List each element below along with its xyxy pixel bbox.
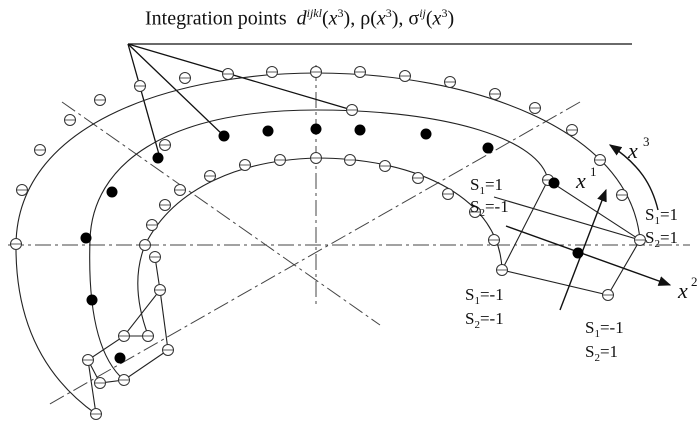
x2-axis-arrow bbox=[505, 225, 672, 286]
title-x-2: x bbox=[376, 7, 386, 30]
filled-integration-point bbox=[572, 247, 584, 259]
title-x-3: x bbox=[432, 7, 442, 30]
title-sep-2: , bbox=[398, 7, 409, 30]
title-close-2: ) bbox=[391, 7, 399, 30]
filled-integration-point bbox=[114, 352, 126, 364]
x1-axis-arrow bbox=[559, 188, 607, 311]
center-lines bbox=[8, 65, 690, 406]
x1-axis-sup: 1 bbox=[590, 164, 597, 179]
title-open-3: ( bbox=[425, 7, 433, 30]
svg-text:S1=-1: S1=-1 bbox=[465, 285, 504, 307]
x1-axis-label: x bbox=[575, 168, 586, 193]
inner-arc bbox=[137, 157, 503, 336]
svg-text:S2=-1: S2=-1 bbox=[470, 197, 509, 219]
filled-integration-point bbox=[86, 294, 98, 306]
title-sep-1: , bbox=[350, 7, 361, 30]
x2-axis-sup: 2 bbox=[691, 274, 698, 289]
title-sigma: σ bbox=[408, 7, 420, 30]
title-x-1: x bbox=[328, 7, 338, 30]
filled-integration-point bbox=[152, 152, 164, 164]
corner-label-s1-1-s2-1: S1=1 S2=1 bbox=[645, 205, 678, 250]
filled-integration-point bbox=[218, 130, 230, 142]
filled-integration-point bbox=[420, 128, 432, 140]
leader-to-open-point bbox=[127, 43, 353, 111]
filled-integration-point bbox=[482, 142, 494, 154]
left-element-edge-4 bbox=[159, 289, 169, 351]
middle-arc bbox=[89, 109, 549, 381]
svg-text:S1=1: S1=1 bbox=[470, 175, 503, 197]
filled-integration-point bbox=[310, 123, 322, 135]
svg-text:S2=-1: S2=-1 bbox=[465, 309, 504, 331]
title-open-1: ( bbox=[321, 7, 329, 30]
x3-axis-arrow bbox=[608, 144, 659, 211]
open-integration-points bbox=[10, 66, 646, 420]
filled-integration-point bbox=[80, 232, 92, 244]
x3-axis-sup: 3 bbox=[643, 134, 650, 149]
diagram-title: Integration points dijkl(x3), ρ(x3), σij… bbox=[145, 6, 454, 31]
diagonal-center-line-upper-right bbox=[47, 101, 581, 406]
filled-integration-point bbox=[106, 186, 118, 198]
title-d-sup: ijkl bbox=[306, 6, 322, 20]
filled-integration-points bbox=[80, 123, 584, 364]
corner-label-s1-1-s2-minus1: S1=1 S2=-1 bbox=[470, 175, 509, 219]
svg-text:S1=1: S1=1 bbox=[645, 205, 678, 227]
filled-integration-point bbox=[262, 125, 274, 137]
title-x-sup-3: 3 bbox=[441, 6, 448, 20]
title-close-3: ) bbox=[447, 7, 455, 30]
left-element-edge-2 bbox=[87, 335, 148, 415]
left-element-edge-1 bbox=[87, 349, 169, 384]
outer-arc bbox=[15, 72, 641, 415]
svg-text:S2=1: S2=1 bbox=[585, 342, 618, 364]
svg-text:S1=-1: S1=-1 bbox=[585, 318, 624, 340]
filled-integration-point bbox=[548, 177, 560, 189]
diagonal-center-line-upper-left bbox=[61, 101, 381, 326]
title-rho: ρ bbox=[360, 7, 371, 30]
leader-lines bbox=[127, 43, 632, 159]
right-element-sweep-line bbox=[493, 196, 641, 241]
filled-integration-point bbox=[354, 124, 366, 136]
title-d: d bbox=[296, 7, 307, 30]
x2-axis-label: x bbox=[677, 278, 688, 303]
element-outlines bbox=[15, 72, 641, 415]
svg-text:S2=1: S2=1 bbox=[645, 228, 678, 250]
corner-label-s1-minus1-s2-minus1: S1=-1 S2=-1 bbox=[465, 285, 504, 331]
title-close-1: ) bbox=[343, 7, 351, 30]
x3-axis-label: x bbox=[627, 138, 638, 163]
title-x-sup-1: 3 bbox=[337, 6, 344, 20]
left-element-edge-3 bbox=[123, 256, 161, 337]
corner-label-s1-minus1-s2-1: S1=-1 S2=1 bbox=[585, 318, 624, 364]
axis-arrows bbox=[505, 144, 672, 311]
title-x-sup-2: 3 bbox=[385, 6, 392, 20]
title-prefix: Integration points bbox=[145, 7, 287, 30]
title-open-2: ( bbox=[370, 7, 377, 30]
title-sigma-sup: ij bbox=[419, 6, 426, 20]
